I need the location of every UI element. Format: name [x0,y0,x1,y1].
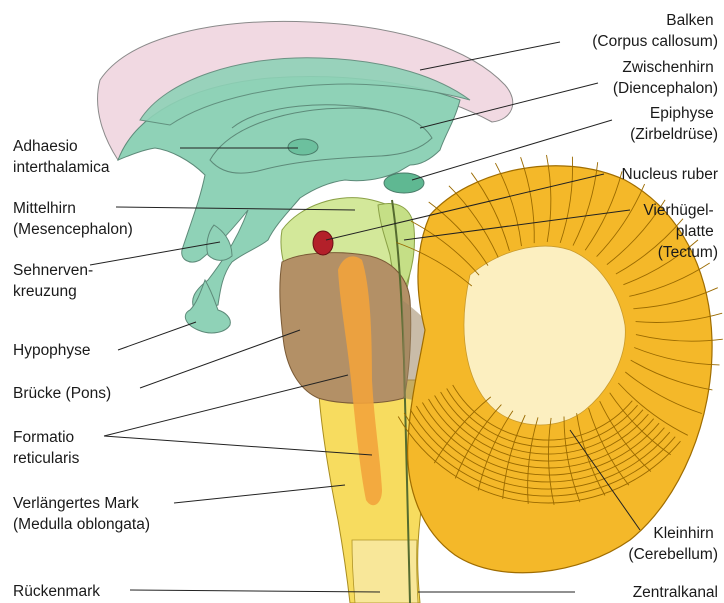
leader-formatio-1 [104,375,348,436]
label-adhaesio: Adhaesio interthalamica [13,138,110,176]
leader-medulla [174,485,345,503]
label-hypophyse: Hypophyse [13,342,91,359]
leader-rueckenmark [130,590,380,592]
anatomy [98,21,723,603]
label-medulla: Verlängertes Mark (Medulla oblongata) [13,495,150,533]
nucleus-ruber-shape [313,231,333,255]
label-epiphyse: Epiphyse (Zirbeldrüse) [630,105,718,143]
label-balken: Balken (Corpus callosum) [592,12,718,50]
epiphyse-shape [384,173,424,193]
label-kleinhirn: Kleinhirn (Cerebellum) [628,525,718,563]
leader-hypophyse [118,322,196,350]
hypophyse-shape [185,280,230,333]
label-zentralkanal: Zentralkanal [633,584,718,601]
label-sehnervenkreuzung: Sehnerven- kreuzung [13,262,97,300]
label-bruecke: Brücke (Pons) [13,385,111,402]
label-zwischenhirn: Zwischenhirn (Diencephalon) [613,59,718,97]
label-nucleus-ruber: Nucleus ruber [622,166,719,183]
leader-bruecke [140,330,300,388]
label-rueckenmark: Rückenmark [13,583,100,600]
adhaesio-shape [288,139,318,155]
label-mittelhirn: Mittelhirn (Mesencephalon) [13,200,133,238]
label-formatio: Formatio reticularis [13,429,80,467]
